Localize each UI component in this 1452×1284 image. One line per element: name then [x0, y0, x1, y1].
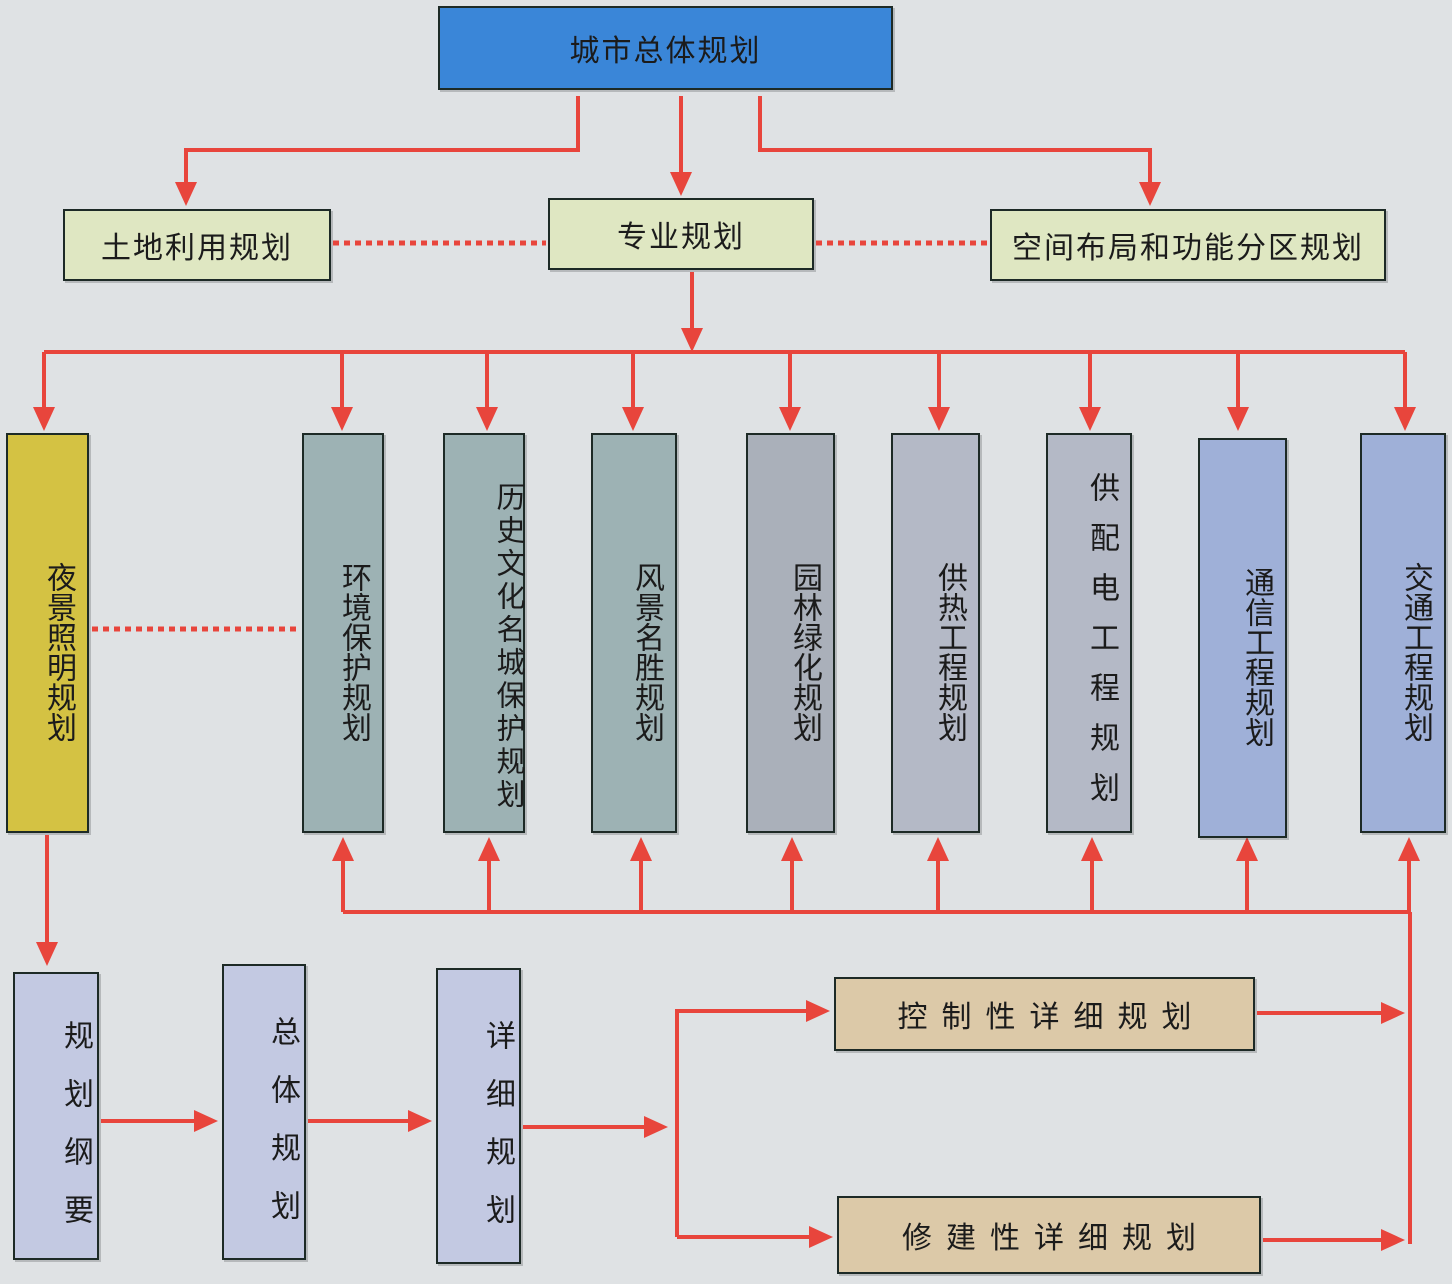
spatial-layout-box: 空间布局和功能分区规划	[990, 209, 1386, 281]
arrow-head	[1381, 1229, 1405, 1251]
root-label: 城市总体规划	[569, 34, 762, 69]
plan-historic-city: 历史文化名城保护规划	[443, 433, 526, 833]
plan-power-supply: 供配电工程规划	[1046, 433, 1132, 833]
arrow-head	[476, 407, 498, 431]
plan-environment: 环境保护规划	[302, 433, 384, 833]
plan-label: 园林绿化规划	[787, 562, 822, 742]
arrow-head	[670, 172, 692, 196]
arrow-head	[809, 1226, 833, 1248]
process-label: 控制性详细规划	[897, 1000, 1206, 1035]
specialized-box: 专业规划	[548, 198, 814, 270]
arrow-head	[622, 407, 644, 431]
arrow-head	[1139, 182, 1161, 206]
plan-label: 夜景照明规划	[41, 562, 76, 742]
arrow-head	[36, 942, 58, 966]
plan-landscaping: 园林绿化规划	[746, 433, 835, 833]
arrow-head	[1079, 407, 1101, 431]
arrow-head	[1081, 837, 1103, 861]
arrow-head	[408, 1110, 432, 1132]
plan-traffic: 交通工程规划	[1360, 433, 1446, 833]
arrow-head	[781, 837, 803, 861]
plan-communication: 通信工程规划	[1198, 438, 1287, 838]
arrow-head	[332, 837, 354, 861]
process-regulatory: 控制性详细规划	[834, 977, 1255, 1051]
arrow-head	[806, 1000, 830, 1022]
plan-label: 供配电工程规划	[1084, 472, 1119, 822]
spatial-layout-label: 空间布局和功能分区规划	[1012, 231, 1364, 266]
plan-label: 环境保护规划	[336, 562, 371, 742]
process-constructive: 修建性详细规划	[837, 1196, 1261, 1274]
arrow-head	[630, 837, 652, 861]
land-use-box: 土地利用规划	[63, 209, 331, 281]
arrow-head	[928, 407, 950, 431]
land-use-label: 土地利用规划	[101, 231, 293, 266]
process-label: 修建性详细规划	[902, 1221, 1210, 1256]
arrow-head	[1398, 837, 1420, 861]
arrow-head	[1381, 1002, 1405, 1024]
process-label: 规划纲要	[58, 1020, 93, 1252]
plan-label: 通信工程规划	[1239, 567, 1274, 747]
process-label: 总体规划	[265, 1016, 300, 1248]
arrow-head	[1394, 407, 1416, 431]
arrow-head	[927, 837, 949, 861]
arrow-head	[478, 837, 500, 861]
arrow-head	[779, 407, 801, 431]
plan-label: 历史文化名城保护规划	[492, 482, 526, 812]
process-detailed: 详细规划	[436, 968, 521, 1264]
specialized-label: 专业规划	[617, 220, 745, 255]
connector-line	[184, 96, 580, 184]
arrow-head	[681, 328, 703, 352]
plan-night-lighting: 夜景照明规划	[6, 433, 89, 833]
process-label: 详细规划	[480, 1020, 515, 1252]
arrow-head	[33, 407, 55, 431]
plan-scenic-area: 风景名胜规划	[591, 433, 677, 833]
arrow-head	[644, 1116, 668, 1138]
plan-label: 供热工程规划	[932, 562, 967, 742]
process-outline: 规划纲要	[13, 972, 99, 1260]
arrow-head	[331, 407, 353, 431]
arrow-head	[175, 182, 197, 206]
plan-label: 交通工程规划	[1398, 562, 1433, 742]
arrow-head	[1227, 407, 1249, 431]
plan-heating: 供热工程规划	[891, 433, 980, 833]
arrow-head	[1236, 837, 1258, 861]
connector-line	[758, 96, 1152, 184]
process-master: 总体规划	[222, 964, 306, 1260]
plan-label: 风景名胜规划	[629, 562, 664, 742]
root-box: 城市总体规划	[438, 6, 893, 90]
arrow-head	[194, 1110, 218, 1132]
connector-line	[675, 1009, 806, 1237]
